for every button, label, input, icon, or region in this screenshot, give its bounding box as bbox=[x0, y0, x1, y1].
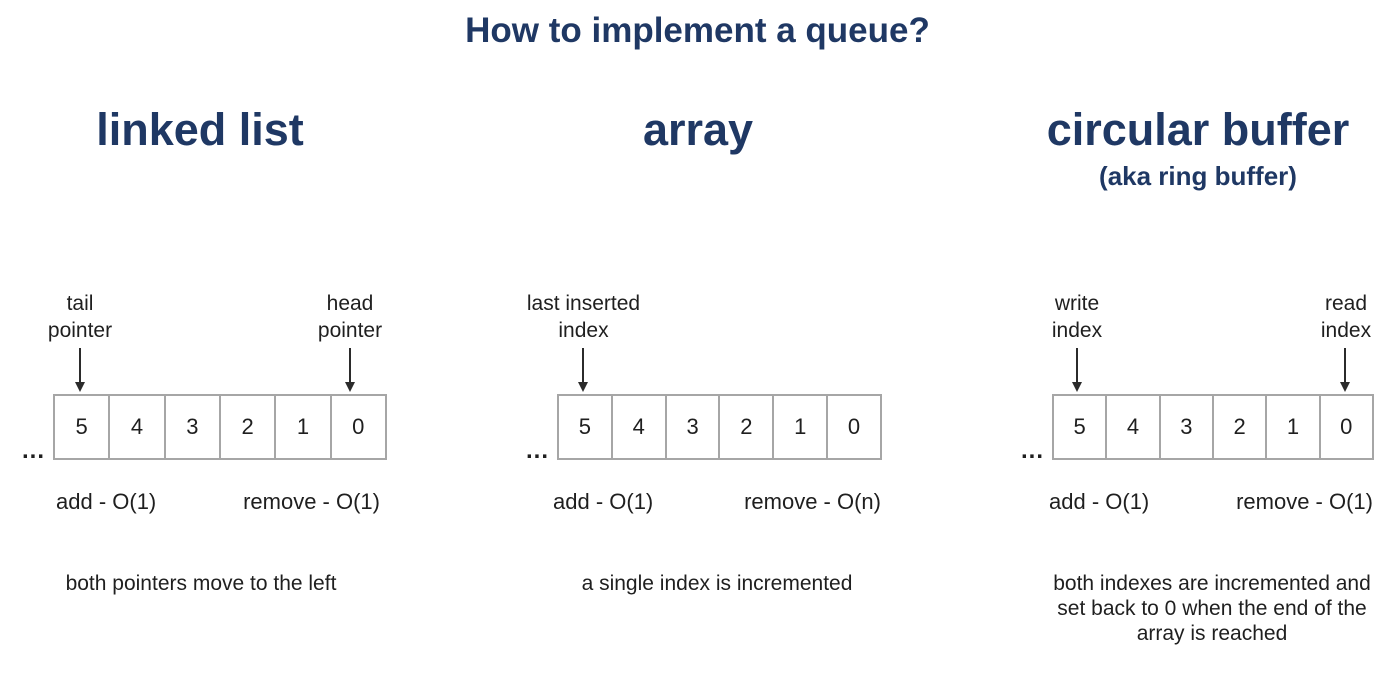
ellipsis: ... bbox=[526, 437, 550, 464]
write-index-label: write index bbox=[1017, 290, 1137, 344]
pointer-label-line: index bbox=[1051, 319, 1103, 342]
linked-list-caption: both pointers move to the left bbox=[65, 572, 337, 595]
remove-complexity-label: remove - O(n) bbox=[744, 489, 881, 514]
arrow-line bbox=[582, 348, 584, 382]
array-cell: 2 bbox=[720, 394, 775, 460]
array-cell: 5 bbox=[557, 394, 613, 460]
array-cell: 0 bbox=[828, 394, 882, 460]
head-pointer-label: head pointer bbox=[290, 290, 410, 344]
ellipsis: ... bbox=[1021, 437, 1045, 464]
arrow-head bbox=[578, 382, 588, 392]
pointer-label-line: last inserted bbox=[526, 292, 641, 315]
arrow-head bbox=[1340, 382, 1350, 392]
arrow-line bbox=[349, 348, 351, 382]
slide-title: How to implement a queue? bbox=[465, 11, 930, 50]
circular-buffer-subheading: (aka ring buffer) bbox=[1099, 161, 1297, 191]
array-cell: 3 bbox=[165, 394, 221, 460]
array-cell: 4 bbox=[110, 394, 166, 460]
linked-list-heading: linked list bbox=[96, 104, 304, 155]
array-cell: 4 bbox=[1107, 394, 1161, 460]
array-cells: 5 4 3 2 1 0 bbox=[1052, 394, 1374, 460]
add-complexity-label: add - O(1) bbox=[553, 489, 654, 514]
pointer-label-line: index bbox=[1320, 319, 1372, 342]
arrow-line bbox=[1344, 348, 1346, 382]
remove-complexity-label: remove - O(1) bbox=[243, 489, 380, 514]
array-cell: 0 bbox=[331, 394, 387, 460]
array-cells: 5 4 3 2 1 0 bbox=[53, 394, 387, 460]
pointer-label-line: head bbox=[326, 292, 374, 315]
complexity-row: add - O(1) remove - O(1) bbox=[56, 489, 380, 515]
array-cell: 1 bbox=[1267, 394, 1321, 460]
tail-pointer-label: tail pointer bbox=[20, 290, 140, 344]
arrow-head bbox=[345, 382, 355, 392]
arrow-line bbox=[79, 348, 81, 382]
array-cell: 5 bbox=[53, 394, 111, 460]
add-complexity-label: add - O(1) bbox=[1049, 489, 1150, 514]
ellipsis: ... bbox=[22, 437, 46, 464]
array-cell: 4 bbox=[612, 394, 667, 460]
array-cell: 0 bbox=[1320, 394, 1374, 460]
last-inserted-index-label: last inserted index bbox=[511, 290, 656, 344]
arrow-line bbox=[1076, 348, 1078, 382]
array-heading: array bbox=[642, 104, 754, 155]
array-cell: 5 bbox=[1052, 394, 1108, 460]
array-cell: 3 bbox=[1160, 394, 1214, 460]
array-cell: 1 bbox=[276, 394, 332, 460]
array-cell: 2 bbox=[220, 394, 277, 460]
pointer-label-line: read bbox=[1324, 292, 1368, 315]
array-caption: a single index is incremented bbox=[581, 572, 853, 595]
arrow-head bbox=[75, 382, 85, 392]
array-cell: 2 bbox=[1213, 394, 1268, 460]
complexity-row: add - O(1) remove - O(n) bbox=[553, 489, 881, 515]
arrow-head bbox=[1072, 382, 1082, 392]
pointer-label-line: pointer bbox=[47, 319, 113, 342]
remove-complexity-label: remove - O(1) bbox=[1236, 489, 1373, 514]
pointer-label-line: pointer bbox=[317, 319, 383, 342]
pointer-label-line: tail bbox=[66, 292, 94, 315]
pointer-label-line: index bbox=[558, 319, 609, 342]
array-cell: 3 bbox=[666, 394, 721, 460]
circular-buffer-heading: circular buffer bbox=[1046, 104, 1350, 155]
read-index-label: read index bbox=[1286, 290, 1395, 344]
array-cell: 1 bbox=[774, 394, 829, 460]
complexity-row: add - O(1) remove - O(1) bbox=[1049, 489, 1373, 515]
pointer-label-line: write bbox=[1054, 292, 1100, 315]
array-cells: 5 4 3 2 1 0 bbox=[557, 394, 882, 460]
add-complexity-label: add - O(1) bbox=[56, 489, 157, 514]
circular-buffer-caption: both indexes are incremented and set bac… bbox=[1053, 572, 1371, 645]
